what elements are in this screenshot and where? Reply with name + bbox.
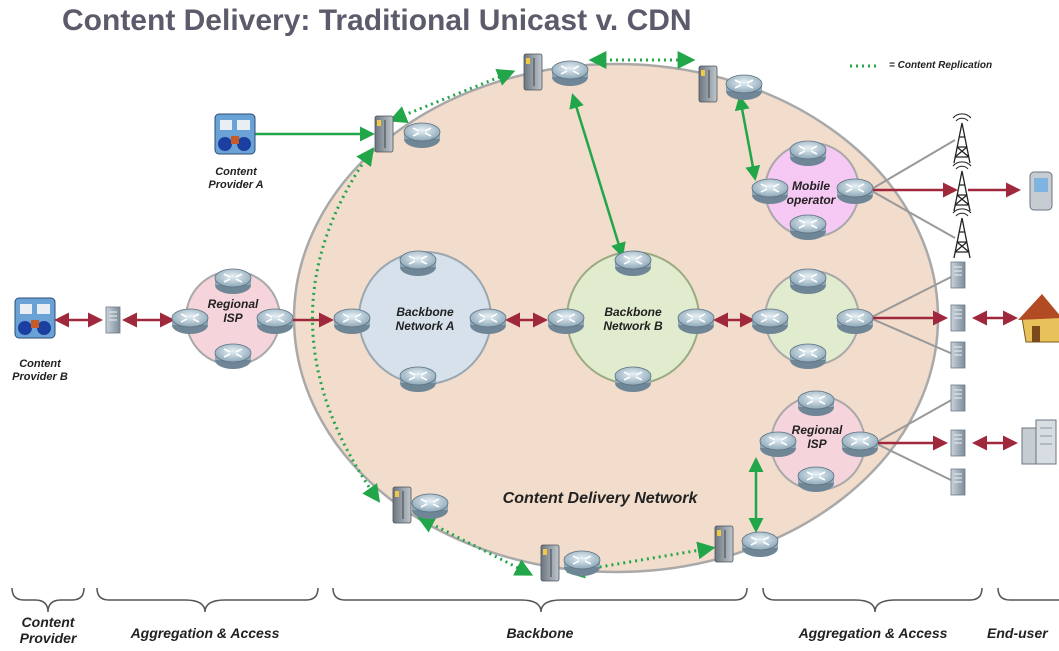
content-provider-a-icon (214, 113, 256, 155)
backbone-a-label: Backbone Network A (380, 305, 470, 334)
backbone-b-label-line2: Network B (603, 318, 663, 333)
page-title: Content Delivery: Traditional Unicast v.… (62, 4, 692, 37)
cdn-cache-icon (540, 544, 560, 582)
cell-tower-icon (952, 161, 972, 212)
section-content-provider: Content Provider (8, 614, 88, 646)
router-icon (399, 250, 437, 277)
router-icon (751, 308, 789, 335)
backbone-a-label-line2: Network A (395, 318, 455, 333)
cdn-cache-icon (374, 115, 394, 153)
router-icon (789, 268, 827, 295)
server-icon (950, 384, 966, 412)
router-icon (333, 308, 371, 335)
router-icon (551, 60, 589, 87)
content-provider-a-label-line1: Content (215, 166, 257, 178)
router-icon (214, 268, 252, 295)
section-end-user: End-user (987, 625, 1048, 641)
router-icon (677, 308, 715, 335)
backbone-b-label: Backbone Network B (588, 305, 678, 334)
router-icon (789, 214, 827, 241)
content-provider-b-label-line1: Content (19, 358, 61, 370)
cdn-cache-icon (698, 65, 718, 103)
content-provider-b-label-line2: Provider B (12, 370, 68, 383)
router-icon (403, 122, 441, 149)
section-aggregation-left: Aggregation & Access (130, 625, 280, 641)
backbone-b-label-line1: Backbone (604, 305, 662, 319)
regional-isp-right-label-line2: ISP (807, 436, 827, 451)
router-icon (789, 343, 827, 370)
content-provider-a-label: Content Provider A (196, 166, 276, 191)
regional-isp-left-label-line1: Regional (207, 297, 259, 311)
office-building-icon (1021, 419, 1057, 465)
section-content-provider-line1: Content (21, 614, 75, 630)
mobile-operator-label-line1: Mobile (792, 179, 830, 193)
legend-label: = Content Replication (889, 60, 993, 71)
section-braces (11, 587, 1059, 613)
content-provider-b-icon (14, 297, 56, 339)
cdn-cache-icon (523, 53, 543, 91)
server-icon (105, 306, 121, 334)
server-icon (950, 261, 966, 289)
router-icon (399, 366, 437, 393)
regional-isp-right-label-line1: Regional (791, 423, 843, 437)
mobile-operator-label: Mobile operator (776, 179, 846, 208)
cdn-cache-icon (392, 486, 412, 524)
cdn-links (237, 93, 764, 533)
router-icon (614, 250, 652, 277)
section-backbone: Backbone (506, 625, 574, 641)
cdn-label: Content Delivery Network (502, 490, 698, 507)
server-icon (950, 304, 966, 332)
router-icon (741, 531, 779, 558)
mobile-phone-icon (1029, 171, 1053, 211)
router-icon (614, 366, 652, 393)
section-content-provider-line2: Provider (19, 630, 77, 647)
content-provider-a-label-line2: Provider A (208, 178, 264, 191)
router-icon (836, 308, 874, 335)
unicast-links (54, 182, 1021, 451)
server-icon (950, 468, 966, 496)
router-icon (797, 390, 835, 417)
regional-isp-left-label: Regional ISP (195, 297, 271, 326)
server-icon (950, 429, 966, 457)
section-aggregation-right: Aggregation & Access (798, 625, 948, 641)
router-icon (797, 466, 835, 493)
server-icon (950, 341, 966, 369)
regional-isp-left-label-line2: ISP (223, 310, 243, 325)
router-icon (563, 550, 601, 577)
router-icon (411, 493, 449, 520)
house-icon (1018, 294, 1059, 343)
cell-tower-icon (952, 113, 972, 164)
router-icon (214, 343, 252, 370)
cell-tower-icon (952, 208, 972, 259)
backbone-a-label-line1: Backbone (396, 305, 454, 319)
mobile-operator-label-line2: operator (786, 192, 836, 207)
router-icon (469, 308, 507, 335)
router-icon (725, 74, 763, 101)
router-icon (789, 140, 827, 167)
access-fan-lines (869, 139, 956, 483)
router-icon (547, 308, 585, 335)
regional-isp-right-label: Regional ISP (782, 423, 852, 452)
content-provider-b-label: Content Provider B (0, 358, 80, 383)
cdn-cache-icon (714, 525, 734, 563)
